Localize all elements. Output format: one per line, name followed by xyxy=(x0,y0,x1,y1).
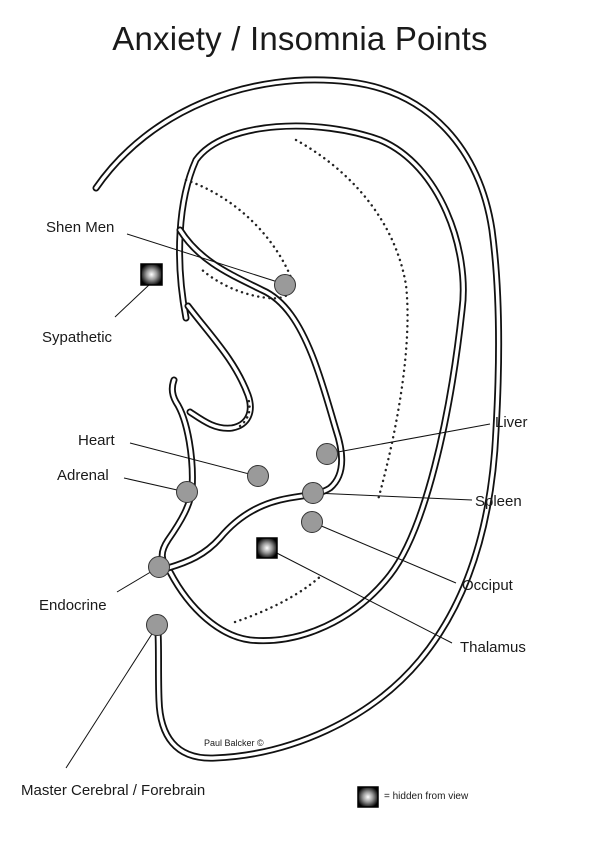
ear-outer-outline xyxy=(92,76,503,762)
label-liver: Liver xyxy=(495,414,528,431)
point-master-cerebral xyxy=(146,614,168,636)
label-thalamus: Thalamus xyxy=(460,639,526,656)
label-master-cerebral: Master Cerebral / Forebrain xyxy=(21,782,206,799)
leader-heart xyxy=(129,442,258,477)
leader-master-cerebral xyxy=(65,625,158,769)
point-occiput xyxy=(301,511,323,533)
point-sympathetic-hidden xyxy=(140,263,163,286)
leader-sympathetic xyxy=(114,283,151,318)
label-endocrine: Endocrine xyxy=(39,597,107,614)
author-credit: Paul Balcker © xyxy=(204,738,264,748)
leader-thalamus xyxy=(266,547,453,644)
leader-lines xyxy=(65,233,491,769)
point-heart xyxy=(247,465,269,487)
ear-hidden-contours xyxy=(184,138,409,624)
point-thalamus-hidden xyxy=(256,537,278,559)
point-liver xyxy=(316,443,338,465)
leader-shen-men xyxy=(126,233,285,285)
legend-hidden-marker xyxy=(357,786,379,808)
points-hidden xyxy=(140,263,379,808)
point-spleen xyxy=(302,482,324,504)
label-adrenal: Adrenal xyxy=(57,467,109,484)
leader-occiput xyxy=(311,521,457,584)
point-shen-men xyxy=(274,274,296,296)
legend-text: = hidden from view xyxy=(384,791,469,802)
point-endocrine xyxy=(148,556,170,578)
label-spleen: Spleen xyxy=(475,493,522,510)
diagram-title: Anxiety / Insomnia Points xyxy=(112,20,488,57)
points-visible xyxy=(146,274,338,636)
point-adrenal xyxy=(176,481,198,503)
leader-spleen xyxy=(313,492,473,501)
leader-liver xyxy=(326,423,491,455)
label-shen-men: Shen Men xyxy=(46,219,115,236)
label-occiput: Occiput xyxy=(462,577,513,594)
label-heart: Heart xyxy=(78,432,115,449)
ear-inner-outline xyxy=(158,122,467,645)
leader-adrenal xyxy=(123,477,187,493)
label-sympathetic: Sypathetic xyxy=(42,329,113,346)
